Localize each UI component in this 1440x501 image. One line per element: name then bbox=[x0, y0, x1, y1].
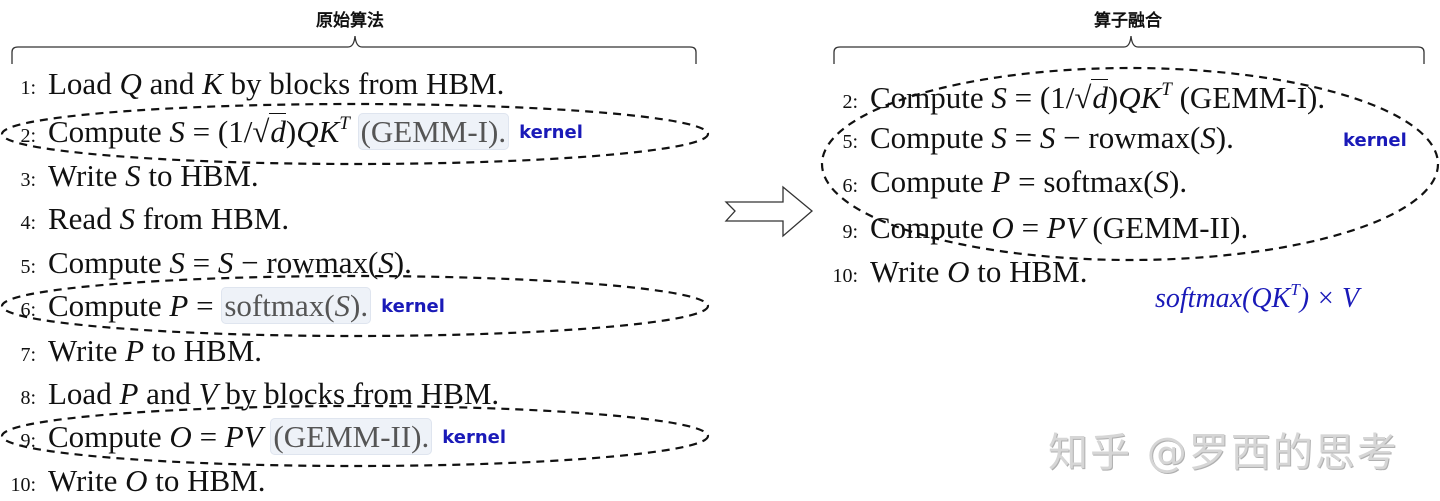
fused-line-5: 5:Compute S = S − rowmax(S). bbox=[842, 120, 1234, 155]
algo-line-3: 3:Write S to HBM. bbox=[20, 158, 259, 193]
algo-line-1: 1:Load Q and K by blocks from HBM. bbox=[0, 68, 504, 99]
fused-line-6: 6:Compute P = softmax(S). bbox=[842, 164, 1188, 199]
softmax-highlight: softmax(S). bbox=[221, 287, 372, 324]
kernel-ellipse-gemm2 bbox=[0, 404, 710, 468]
kernel-ellipse-gemm1 bbox=[0, 102, 710, 166]
algo-line-10: 10:Write O to HBM. bbox=[10, 463, 266, 498]
kernel-label: kernel bbox=[381, 296, 445, 317]
line-number: 1: bbox=[20, 77, 36, 99]
fused-kernel-ellipse bbox=[820, 66, 1440, 262]
left-panel-title: 原始算法 bbox=[316, 11, 384, 31]
left-brace bbox=[11, 35, 697, 64]
algo-line-9: 9:Compute O = PV (GEMM-II).kernel bbox=[20, 418, 507, 455]
right-brace bbox=[833, 35, 1425, 64]
fused-line-9: 9:Compute O = PV (GEMM-II). bbox=[842, 210, 1249, 245]
line-number: 2: bbox=[20, 125, 36, 147]
fused-line-2: 2:Compute S = (1/√d)QKT (GEMM-I). bbox=[842, 79, 1326, 115]
gemm2-highlight: (GEMM-II). bbox=[270, 418, 433, 455]
right-arrow-icon bbox=[724, 185, 814, 238]
gemm1-highlight: (GEMM-I). bbox=[357, 113, 510, 150]
fused-line-10: 10:Write O to HBM. bbox=[832, 254, 1088, 289]
algo-line-8: 8:Load P and V by blocks from HBM. bbox=[20, 376, 500, 411]
attention-formula: softmax(QKT) × V bbox=[1155, 280, 1360, 314]
kernel-label: kernel bbox=[442, 427, 507, 448]
kernel-label: kernel bbox=[519, 122, 583, 143]
fused-kernel-label: kernel bbox=[1343, 130, 1407, 151]
algo-line-6: 6:Compute P = softmax(S).kernel bbox=[20, 287, 445, 324]
kernel-ellipse-softmax bbox=[0, 274, 710, 338]
algo-line-5: 5:Compute S = S − rowmax(S). bbox=[20, 245, 412, 280]
algo-line-2: 2:Compute S = (1/√d)QKT (GEMM-I).kernel bbox=[0, 113, 583, 150]
algo-line-4: 4:Read S from HBM. bbox=[20, 201, 290, 236]
algo-line-7: 7:Write P to HBM. bbox=[20, 333, 263, 368]
right-panel-title: 算子融合 bbox=[1094, 11, 1162, 31]
watermark: 知乎 @罗西的思考 bbox=[1048, 430, 1399, 476]
